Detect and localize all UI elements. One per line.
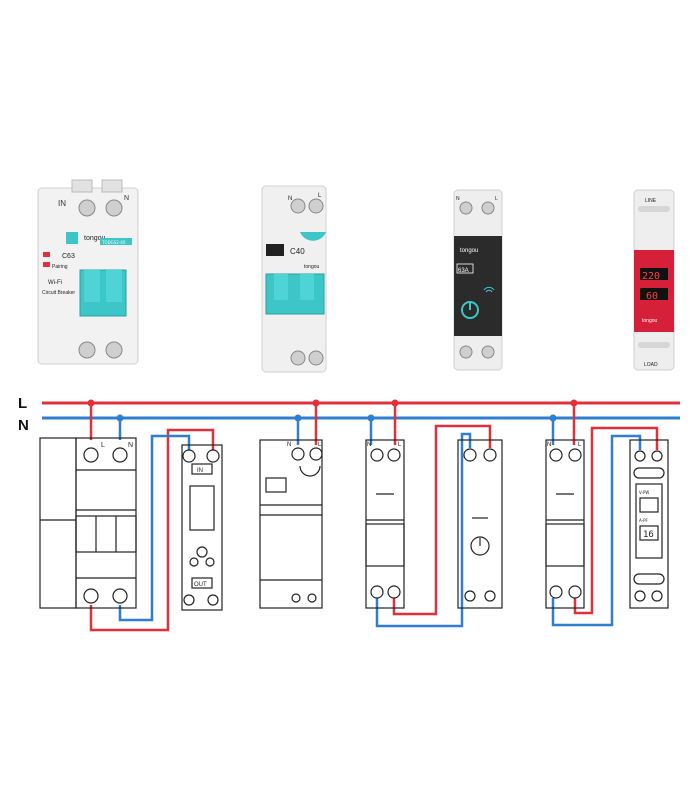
screw-terminal-icon — [105, 199, 123, 217]
screw-terminal-icon — [290, 198, 306, 214]
bus-n-label: N — [18, 417, 29, 434]
screw-terminal-icon — [370, 448, 384, 462]
bus-lines: L N — [18, 395, 680, 434]
screw-terminal-icon — [308, 198, 324, 214]
screw-terminal-icon — [78, 199, 96, 217]
screw-terminal-icon — [651, 450, 663, 462]
screw-terminal-icon — [291, 447, 305, 461]
screw-terminal-icon — [463, 448, 477, 462]
screw-terminal-icon — [182, 449, 196, 463]
power-icon — [470, 536, 490, 556]
breaker-brand: tongou — [84, 235, 106, 242]
screw-terminal-icon — [308, 350, 324, 366]
screw-terminal-icon — [387, 585, 401, 599]
screw-terminal-icon — [370, 585, 384, 599]
schematic-slim-breaker-2: N L — [545, 439, 585, 609]
meter-current: 60 — [646, 291, 658, 302]
photo-breaker-c40: N L C40 tongou — [261, 185, 327, 373]
screw-terminal-icon — [207, 594, 219, 606]
bus-l-label: L — [18, 395, 27, 412]
screw-terminal-icon — [307, 593, 317, 603]
meter-schem-v-label: V-PW — [639, 490, 649, 495]
c40-rating: C40 — [290, 247, 305, 256]
screw-terminal-icon — [634, 450, 646, 462]
schem6-l-label: L — [578, 442, 582, 448]
schem3-l-label: L — [318, 442, 322, 448]
schematic-slim-breaker-1: N L — [365, 439, 405, 609]
screw-terminal-icon — [568, 585, 582, 599]
schem4-n-label: N — [367, 442, 371, 448]
relay-n-label: N — [456, 196, 460, 202]
breaker-model: TODGS2-40 — [101, 240, 126, 245]
relay-brand: tongou — [460, 248, 478, 254]
screw-terminal-icon — [112, 588, 128, 604]
screw-terminal-icon — [83, 588, 99, 604]
photo-smart-relay-63a: N L tongou 63A — [453, 189, 503, 371]
photo-smart-breaker-2p: IN N tongou TODGS2-40 C63 Pairing Wi-Fi … — [37, 179, 139, 365]
relay-in-label: IN — [197, 468, 203, 474]
screw-terminal-icon — [634, 590, 646, 602]
screw-terminal-icon — [183, 594, 195, 606]
c40-n-label: N — [288, 196, 292, 202]
screw-terminal-icon — [483, 448, 497, 462]
schem4-l-label: L — [398, 442, 402, 448]
screw-terminal-icon — [387, 448, 401, 462]
screw-terminal-icon — [481, 345, 495, 359]
screw-terminal-icon — [112, 447, 128, 463]
meter-load-label: LOAD — [644, 362, 658, 368]
schematic-meter: V-PW A-PF 16 — [629, 439, 669, 609]
relay-l-label: L — [495, 196, 498, 202]
meter-schem-digits: 16 — [643, 530, 654, 540]
wifi-icon — [483, 286, 495, 293]
schem1-n-label: N — [128, 442, 133, 449]
schem1-l-label: L — [101, 442, 105, 449]
breaker-n-label: N — [124, 195, 129, 202]
meter-voltage: 220 — [642, 271, 660, 282]
screw-terminal-icon — [549, 448, 563, 462]
meter-schem-a-label: A-PF — [639, 518, 649, 523]
relay-out-label: OUT — [194, 582, 207, 588]
photo-smart-meter: LINE 220 60 tongou LOAD — [633, 189, 675, 371]
schem3-n-label: N — [287, 442, 291, 448]
screw-terminal-icon — [459, 345, 473, 359]
breaker-pairing: Pairing — [52, 264, 68, 270]
breaker-subtitle: Circuit Breaker — [42, 290, 75, 296]
schematic-breaker-2p: L N — [39, 437, 137, 609]
relay-rating: 63A — [458, 268, 469, 274]
breaker-rating: C63 — [62, 253, 75, 260]
breaker-in-label: IN — [58, 199, 66, 208]
c40-brand: tongou — [304, 264, 320, 270]
meter-brand: tongou — [642, 318, 658, 324]
screw-terminal-icon — [78, 341, 96, 359]
screw-terminal-icon — [206, 449, 220, 463]
schematic-smart-relay — [457, 439, 503, 609]
screw-terminal-icon — [481, 201, 495, 215]
screw-terminal-icon — [651, 590, 663, 602]
screw-terminal-icon — [291, 593, 301, 603]
screw-terminal-icon — [309, 447, 323, 461]
schematic-relay-in-out: IN OUT — [181, 444, 223, 611]
screw-terminal-icon — [464, 590, 476, 602]
screw-terminal-icon — [549, 585, 563, 599]
screw-terminal-icon — [568, 448, 582, 462]
schem6-n-label: N — [547, 442, 551, 448]
screw-terminal-icon — [290, 350, 306, 366]
schematic-devices: L N IN OUT — [39, 437, 669, 611]
power-icon — [461, 301, 479, 319]
meter-line-label: LINE — [645, 198, 657, 204]
c40-l-label: L — [318, 193, 322, 199]
screw-terminal-icon — [83, 447, 99, 463]
schematic-breaker-c40: N L — [259, 439, 323, 609]
screw-terminal-icon — [484, 590, 496, 602]
wires — [89, 403, 659, 632]
breaker-wifi-label: Wi-Fi — [48, 280, 62, 286]
screw-terminal-icon — [459, 201, 473, 215]
screw-terminal-icon — [105, 341, 123, 359]
